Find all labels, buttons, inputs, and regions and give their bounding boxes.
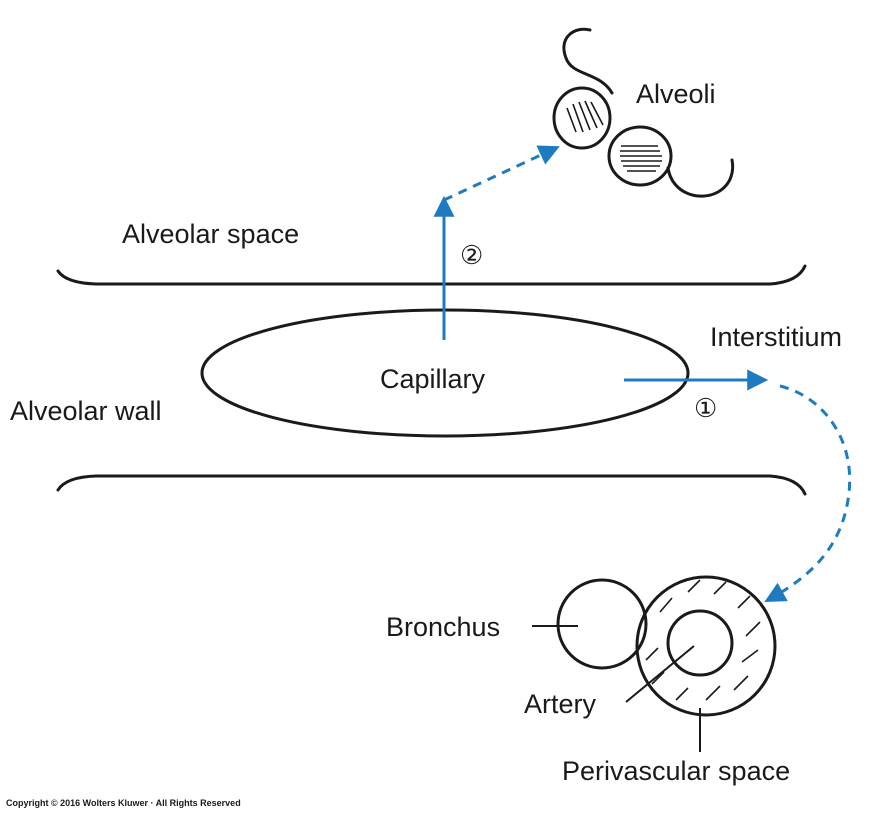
bronchus-circle — [556, 578, 648, 670]
alveolar-wall-label: Alveolar wall — [10, 396, 162, 426]
perivascular-space-label: Perivascular space — [562, 756, 790, 786]
bronchus-label: Bronchus — [386, 612, 500, 642]
capillary-label: Capillary — [380, 364, 486, 394]
alveoli-hatching — [566, 100, 662, 172]
artery-circle — [666, 609, 734, 677]
route-2-dashed-arrow — [443, 145, 560, 202]
upper-wall-line — [56, 264, 807, 286]
alveolar-space-label: Alveolar space — [122, 219, 299, 249]
perivascular-structure — [532, 575, 777, 752]
copyright-notice: Copyright © 2016 Wolters Kluwer · All Ri… — [6, 798, 241, 808]
alveoli-cluster — [552, 27, 735, 198]
artery-leader — [625, 645, 695, 703]
artery-label: Artery — [524, 689, 597, 719]
route-1-dashed-arrow — [764, 384, 852, 603]
lower-wall-line — [56, 474, 807, 496]
perivascular-ring — [635, 575, 777, 717]
alveoli-label: Alveoli — [636, 79, 716, 109]
interstitium-label: Interstitium — [710, 322, 842, 352]
route-1-marker: ① — [694, 393, 717, 423]
perivascular-hatching — [645, 579, 761, 701]
route-2-marker: ② — [460, 240, 483, 270]
